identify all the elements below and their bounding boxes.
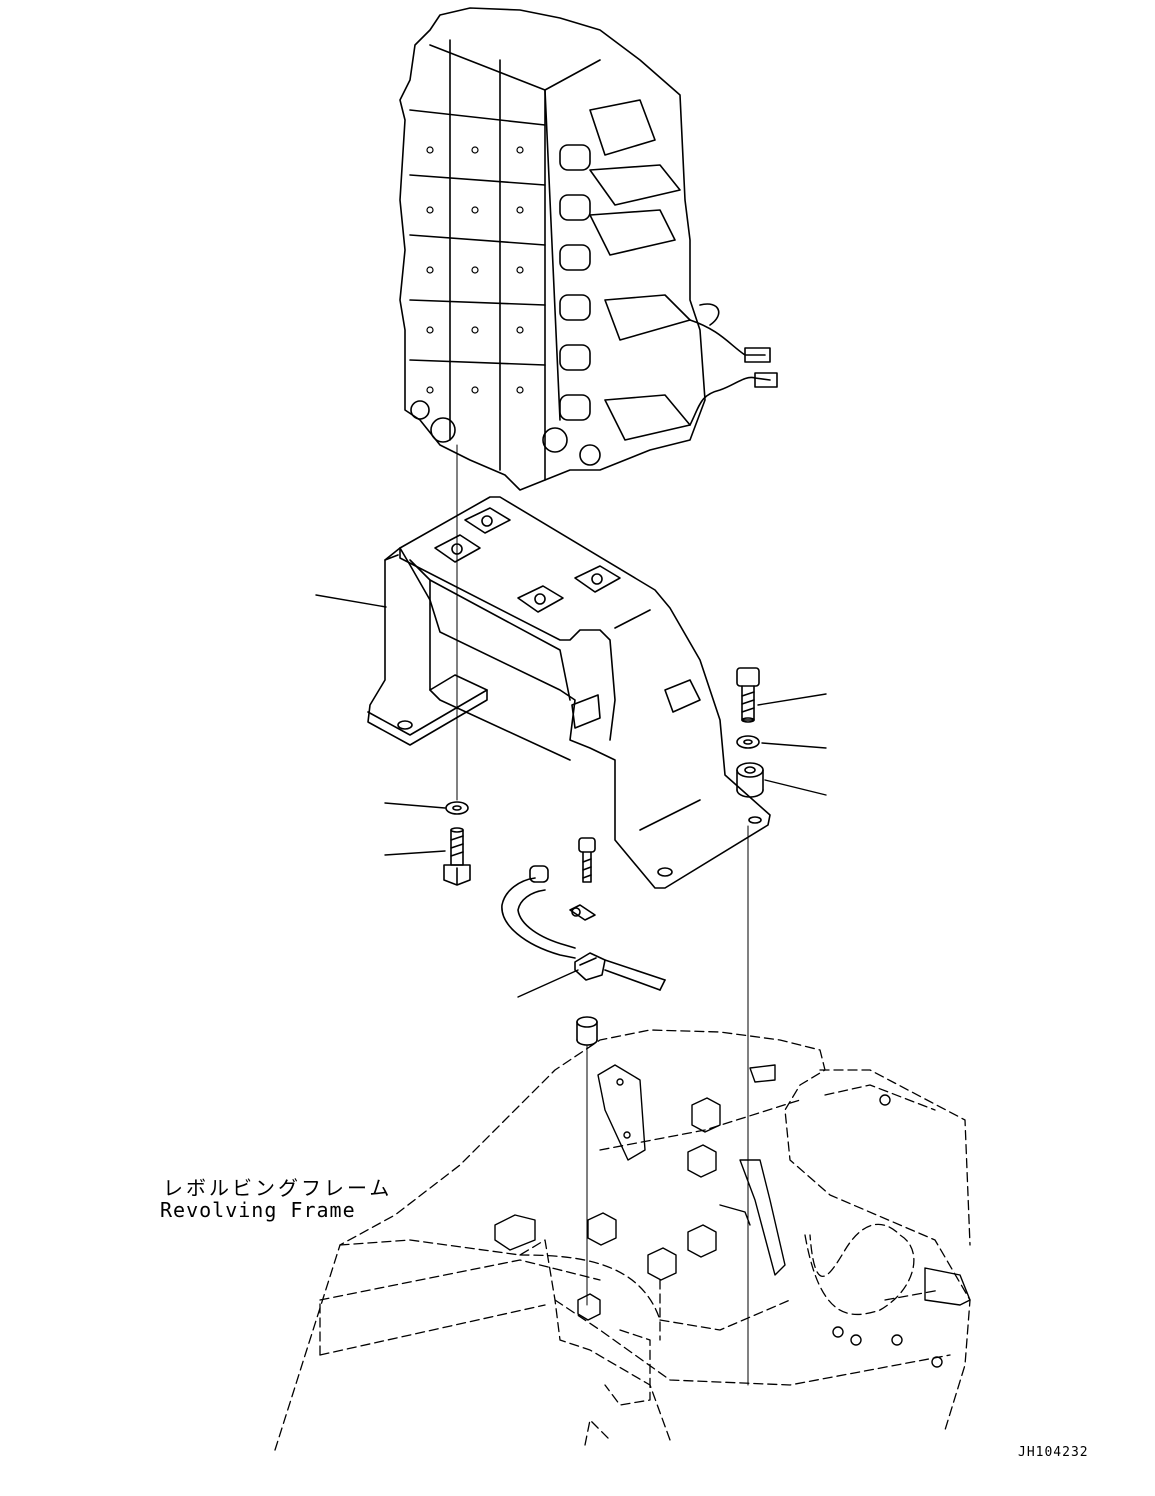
drawing-id-label: JH104232 xyxy=(1018,1445,1089,1460)
washer-left xyxy=(445,801,469,815)
control-valve xyxy=(399,7,778,491)
revolving-frame-label-en: Revolving Frame xyxy=(160,1198,356,1222)
center-lines xyxy=(456,444,749,1386)
upper-bolt-right xyxy=(736,667,760,723)
leader-lines xyxy=(315,594,827,998)
valve-mounting-bracket xyxy=(367,496,771,889)
spacer-collar-right xyxy=(736,762,764,798)
frame-fittings xyxy=(494,1064,971,1368)
washer-right xyxy=(736,735,760,749)
hose-clamp xyxy=(569,904,606,981)
revolving-frame-label-jp: レボルビングフレーム xyxy=(163,1176,393,1200)
revolving-frame xyxy=(274,1029,971,1451)
clamp-bolt xyxy=(578,837,596,883)
bolt-left xyxy=(443,827,471,886)
hose xyxy=(501,865,666,991)
spacer-collar-lower xyxy=(576,1016,598,1046)
